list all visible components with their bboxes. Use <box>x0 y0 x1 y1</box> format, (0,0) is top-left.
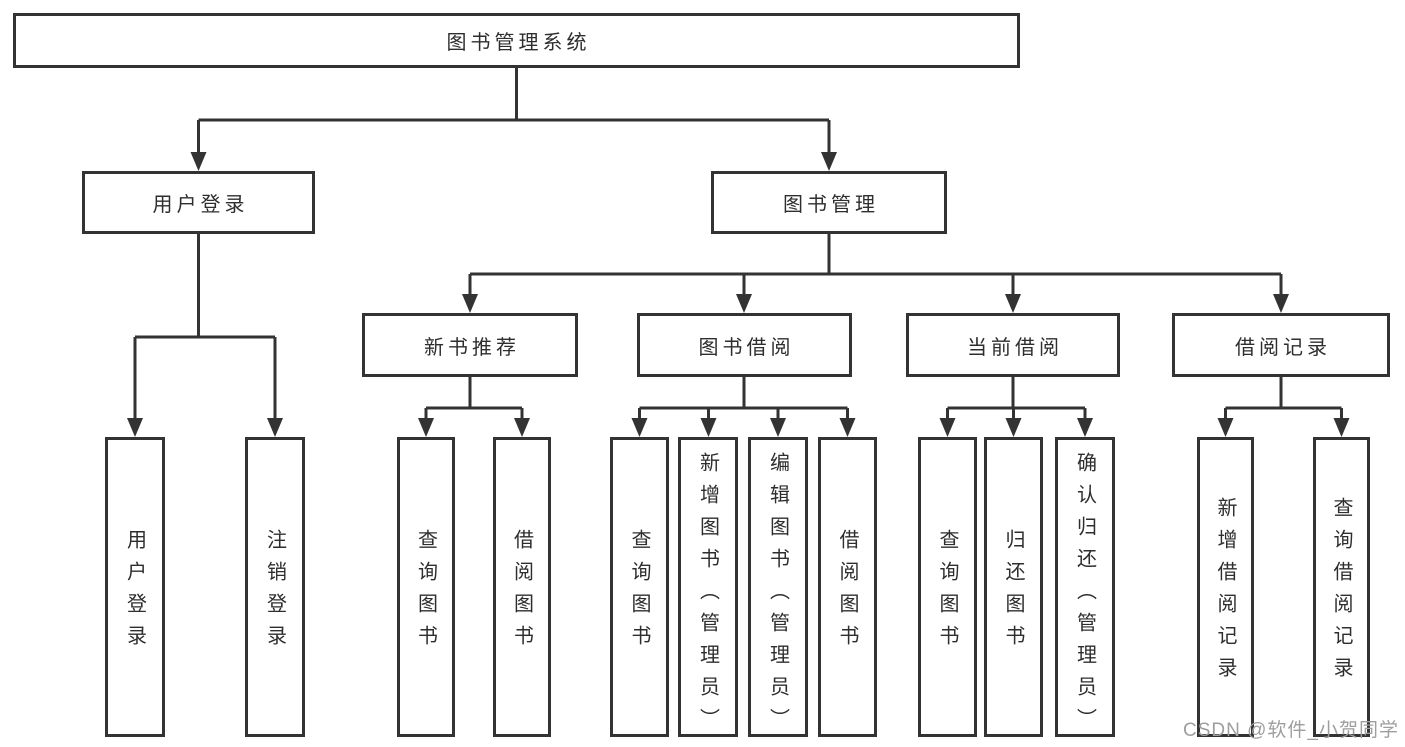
leaf-add-books-admin: 新增图书（管理员） <box>678 437 738 740</box>
watermark: CSDN @软件_小贺同学 <box>1183 720 1399 741</box>
leaf-query-books-borrowing: 查询图书 <box>610 437 669 737</box>
node-book-management: 图书管理 <box>711 171 947 234</box>
node-book-borrowing: 图书借阅 <box>637 313 852 377</box>
leaf-user-login: 用户登录 <box>105 437 165 737</box>
leaf-query-books-current: 查询图书 <box>918 437 977 737</box>
leaf-add-borrow-record: 新增借阅记录 <box>1197 437 1254 737</box>
node-current-borrowing: 当前借阅 <box>906 313 1120 377</box>
leaf-logout: 注销登录 <box>245 437 305 737</box>
node-new-book-recommendation: 新书推荐 <box>362 313 578 377</box>
arrowheads <box>127 152 1350 437</box>
leaf-borrow-books-recommend: 借阅图书 <box>493 437 551 737</box>
node-library-management-system: 图书管理系统 <box>13 13 1020 68</box>
connector-shafts <box>133 68 1343 421</box>
leaf-query-borrow-record: 查询借阅记录 <box>1313 437 1370 737</box>
node-borrowing-records: 借阅记录 <box>1172 313 1390 377</box>
node-user-login: 用户登录 <box>82 171 315 234</box>
leaf-query-books-recommend: 查询图书 <box>397 437 455 737</box>
leaf-borrow-books-borrowing: 借阅图书 <box>818 437 877 737</box>
leaf-confirm-return-admin: 确认归还（管理员） <box>1055 437 1115 740</box>
leaf-edit-books-admin: 编辑图书（管理员） <box>748 437 808 740</box>
leaf-return-books: 归还图书 <box>984 437 1043 737</box>
